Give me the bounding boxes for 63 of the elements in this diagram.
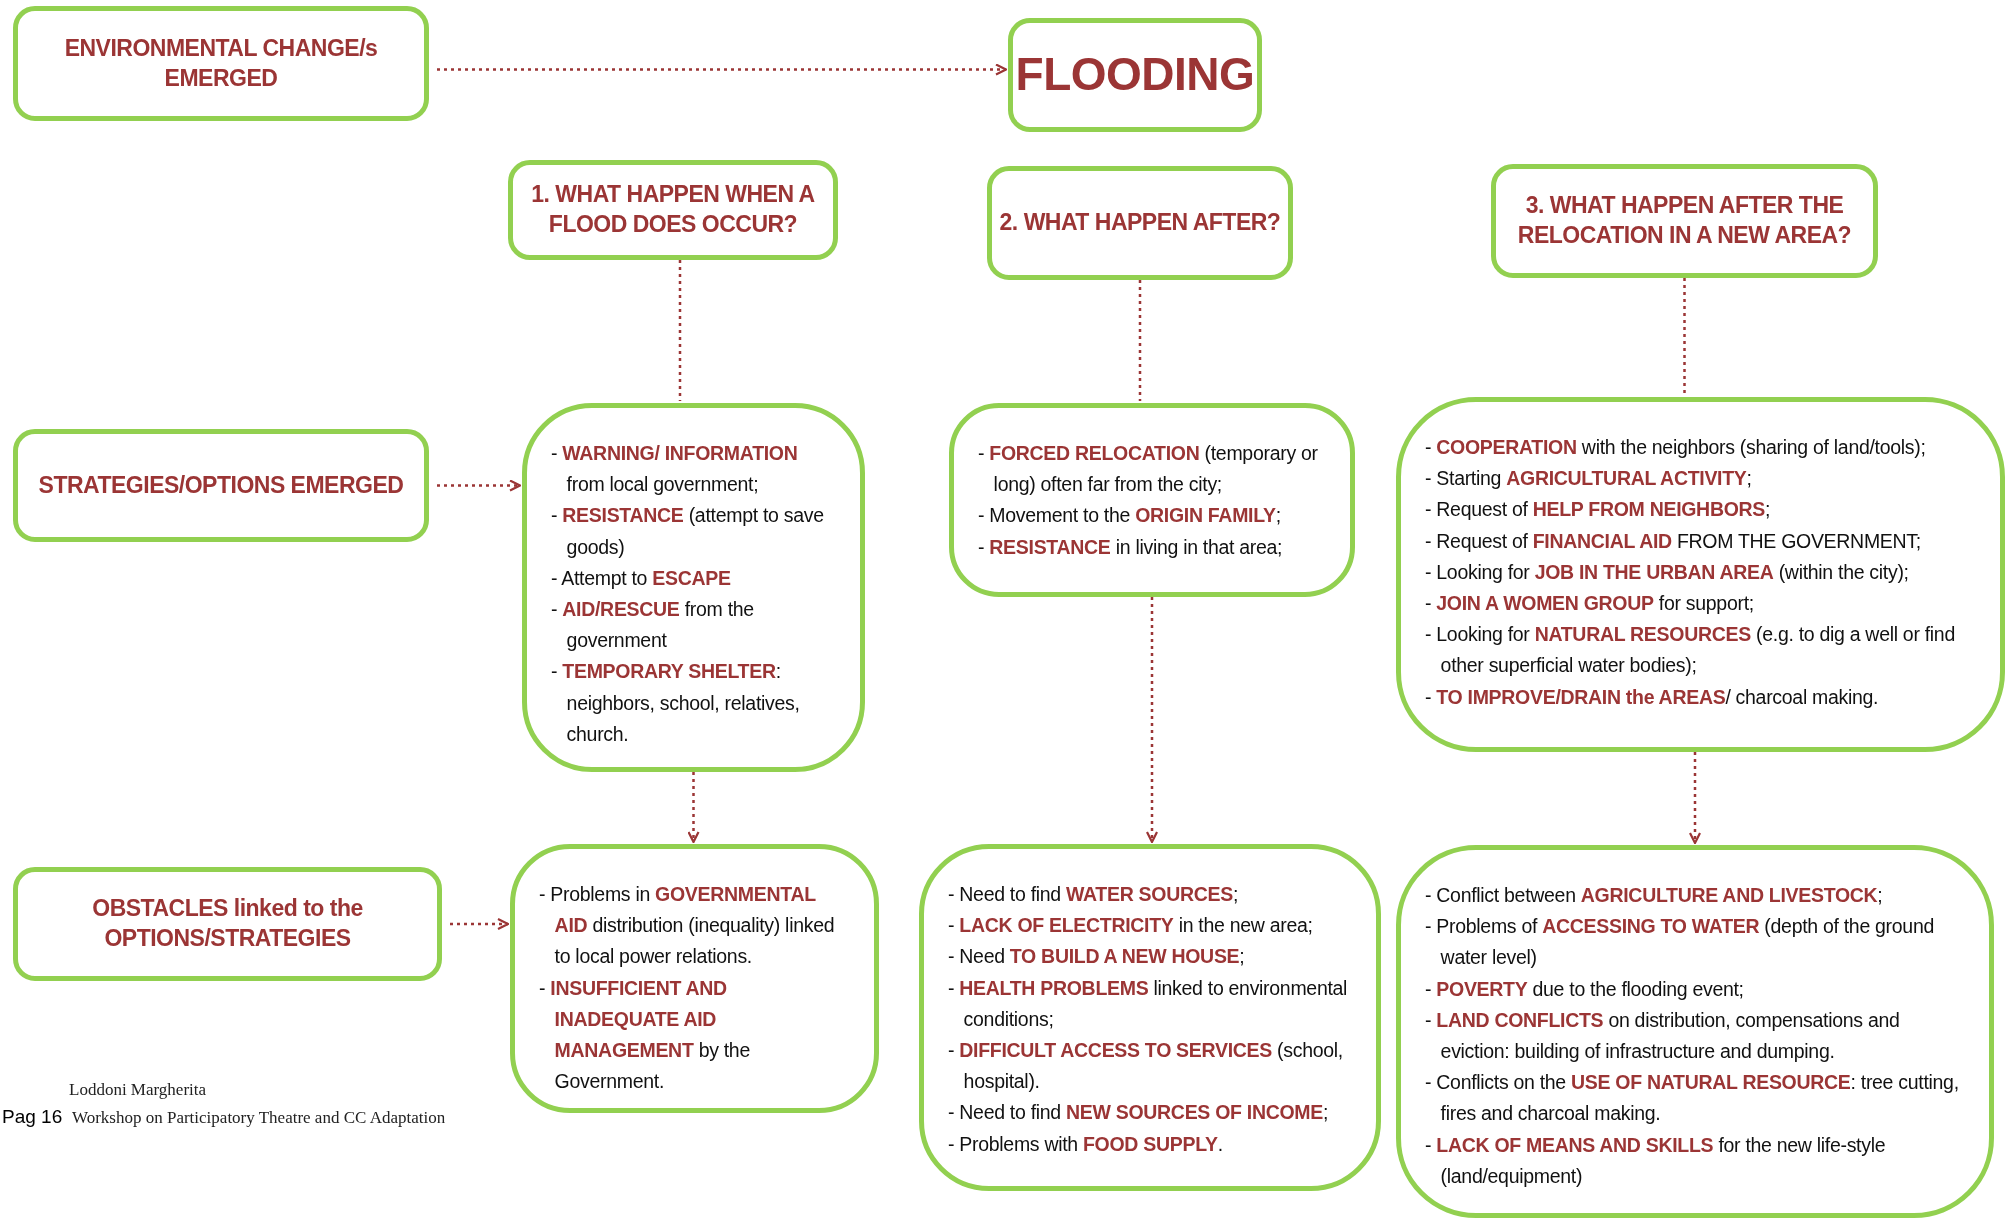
bullet-item: - TEMPORARY SHELTER: neighbors, school, relatives, church. <box>551 659 801 747</box>
arrow <box>1688 752 1702 845</box>
bullet-item: - Problems in GOVERNMENTAL AID distribution (inequality) linked to local power relations. <box>539 882 836 970</box>
box-title: 1. WHAT HAPPEN WHEN A FLOOD DOES OCCUR? <box>530 180 816 239</box>
arrow <box>437 63 1008 76</box>
bullet-item: - Looking for JOB IN THE URBAN AREA (within the city); <box>1425 559 1910 585</box>
bullet-item: - DIFFICULT ACCESS TO SERVICES (school, hospital). <box>948 1037 1344 1095</box>
connector-line <box>1683 278 1686 395</box>
bullet-item: - Request of HELP FROM NEIGHBORS; <box>1425 497 1772 523</box>
box-title: ENVIRONMENTAL CHANGE/s EMERGED <box>63 33 379 93</box>
bullet-item: - TO IMPROVE/DRAIN the AREAS/ charcoal making. <box>1425 684 1880 710</box>
bullet-item: - Need TO BUILD A NEW HOUSE; <box>948 944 1246 970</box>
bullet-item: - Looking for NATURAL RESOURCES (e.g. to dig a well or find other superficial water bodies); <box>1425 622 1956 679</box>
bullet-item: - LAND CONFLICTS on distribution, compensations and eviction: building of infrastructure and dumping. <box>1425 1007 1901 1064</box>
header-box <box>1491 164 1878 278</box>
page-number: Pag 16 <box>2 1106 63 1128</box>
footer-text: Workshop on Participatory Theatre and CC Adaptation <box>72 1108 446 1128</box>
bullet-item: - COOPERATION with the neighbors (sharing of land/tools); <box>1425 435 1927 460</box>
bullet-item: - INSUFFICIENT AND INADEQUATE AID MANAGEMENT by the Government. <box>539 975 751 1095</box>
bullet-item: - Attempt to ESCAPE <box>551 565 732 591</box>
bullet-item: - POVERTY due to the flooding event; <box>1425 976 1745 1002</box>
box-title: OBSTACLES linked to the OPTIONS/STRATEGIES <box>91 894 364 953</box>
arrow <box>687 772 700 844</box>
header-box <box>987 166 1293 280</box>
bullet-item: - Problems with FOOD SUPPLY. <box>948 1131 1224 1157</box>
box-title: STRATEGIES/OPTIONS EMERGED <box>37 470 405 500</box>
bullet-item: - LACK OF ELECTRICITY in the new area; <box>948 913 1314 939</box>
header-box <box>508 160 838 260</box>
list-box <box>919 844 1381 1191</box>
box-title: 3. WHAT HAPPEN AFTER THE RELOCATION IN A NEW AREA? <box>1516 191 1853 250</box>
bullet-item: - FORCED RELOCATION (temporary or long) often far from the city; <box>978 441 1319 498</box>
connector-line <box>1138 280 1142 401</box>
bullet-item: - JOIN A WOMEN GROUP for support; <box>1425 590 1755 616</box>
arrow <box>437 479 522 492</box>
connector-line <box>678 260 682 401</box>
bullet-item: - HEALTH PROBLEMS linked to environmental conditions; <box>948 975 1349 1032</box>
list-box <box>949 403 1355 597</box>
list-box <box>1396 397 2005 752</box>
bullet-item: - Movement to the ORIGIN FAMILY; <box>978 503 1282 529</box>
bullet-item: - Need to find NEW SOURCES OF INCOME; <box>948 1100 1330 1126</box>
bullet-item: - RESISTANCE (attempt to save goods) <box>551 503 825 560</box>
list-box <box>1396 845 1994 1218</box>
bullet-item: - AID/RESCUE from the government <box>551 596 755 654</box>
title-box <box>1008 18 1262 132</box>
bullet-item: - RESISTANCE in living in that area; <box>978 534 1284 560</box>
bullet-item: - Problems of ACCESSING TO WATER (depth of the ground water level) <box>1425 914 1935 971</box>
footer-text: Loddoni Margherita <box>69 1080 207 1100</box>
bullet-item: - Conflict between AGRICULTURE AND LIVESTOCK; <box>1425 883 1884 908</box>
arrow <box>1145 597 1159 844</box>
bullet-item: - LACK OF MEANS AND SKILLS for the new life-style (land/equipment) <box>1425 1132 1887 1189</box>
list-box <box>510 844 879 1113</box>
title-text: FLOODING <box>1014 47 1256 103</box>
list-box <box>522 403 865 772</box>
arrow <box>450 917 510 931</box>
header-box <box>13 867 442 981</box>
header-box <box>13 6 429 121</box>
bullet-item: - Need to find WATER SOURCES; <box>948 882 1240 907</box>
bullet-item: - Request of FINANCIAL AID FROM THE GOVERNMENT; <box>1425 528 1922 554</box>
bullet-item: - Conflicts on the USE OF NATURAL RESOURCE: tree cutting, fires and charcoal making. <box>1425 1070 1960 1127</box>
box-title: 2. WHAT HAPPEN AFTER? <box>998 208 1282 238</box>
bullet-item: - Starting AGRICULTURAL ACTIVITY; <box>1425 466 1753 492</box>
header-box <box>13 429 429 542</box>
bullet-item: - WARNING/ INFORMATION from local government; <box>551 441 799 498</box>
